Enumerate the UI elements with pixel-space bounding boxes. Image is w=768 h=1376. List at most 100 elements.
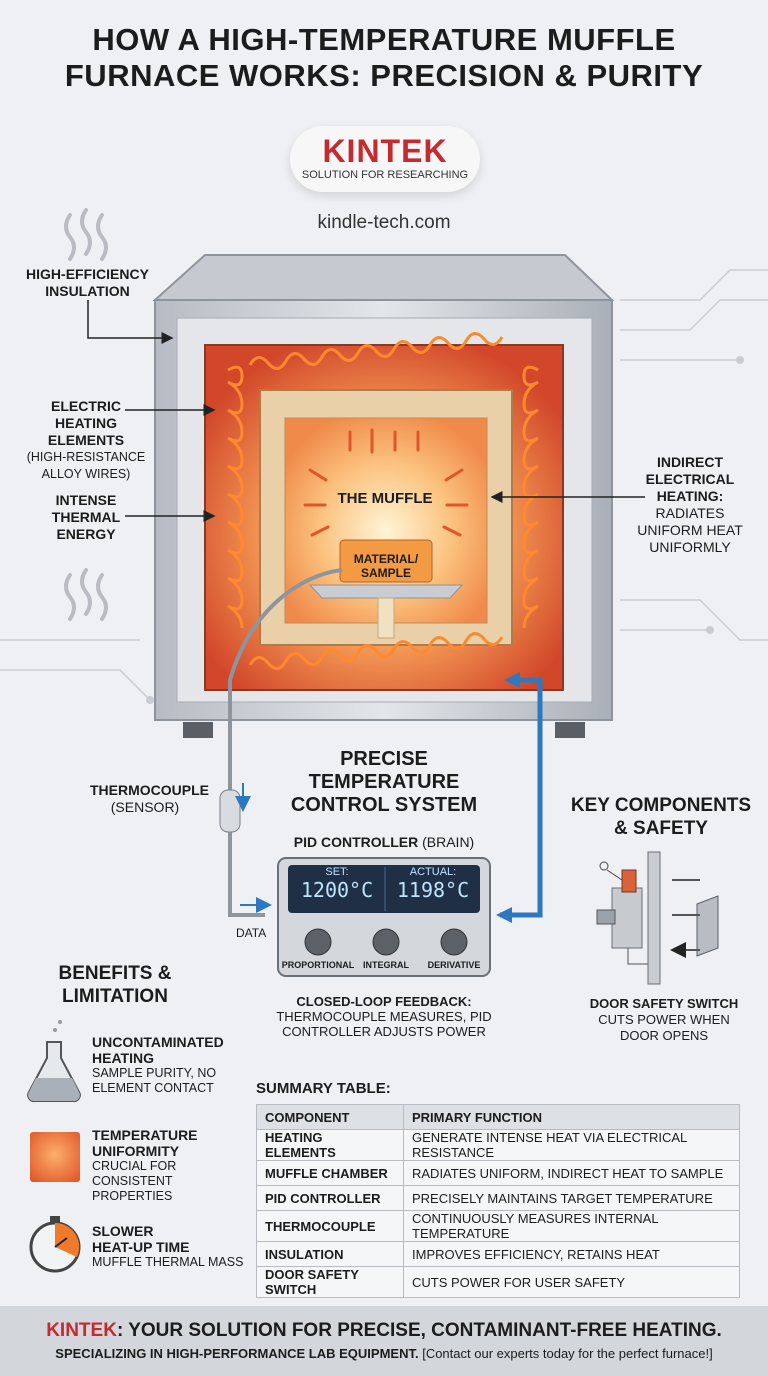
summary-table: COMPONENT PRIMARY FUNCTION HEATING ELEME… bbox=[256, 1104, 740, 1298]
lcd-actual: ACTUAL: 1198°C bbox=[386, 866, 480, 902]
he-line2: HEATING bbox=[55, 415, 117, 431]
footer-contact-link[interactable]: [Contact our experts today for the perfe… bbox=[418, 1346, 713, 1361]
pid-name: PID CONTROLLER bbox=[293, 834, 419, 850]
footer-line-1: KINTEK: YOUR SOLUTION FOR PRECISE, CONTA… bbox=[0, 1320, 768, 1342]
he-line3: ELEMENTS bbox=[47, 432, 125, 448]
b1-d1: CRUCIAL FOR bbox=[92, 1159, 177, 1173]
switch-title: DOOR SAFETY SWITCH bbox=[589, 996, 739, 1011]
pid-controller bbox=[277, 857, 491, 977]
fb-line2: THERMOCOUPLE MEASURES, PID bbox=[276, 1009, 492, 1024]
cell-function: IMPROVES EFFICIENCY, RETAINS HEAT bbox=[403, 1241, 740, 1267]
knob-derivative[interactable]: DERIVATIVE bbox=[427, 960, 481, 970]
heat-arrows bbox=[303, 428, 469, 537]
b1-t1: TEMPERATURE bbox=[92, 1127, 198, 1143]
website-link[interactable]: kindle-tech.com bbox=[317, 212, 451, 233]
cell-component: PID CONTROLLER bbox=[256, 1185, 404, 1211]
feedback-text: CLOSED-LOOP FEEDBACK: THERMOCOUPLE MEASU… bbox=[262, 994, 506, 1039]
lcd-set-label: SET: bbox=[325, 866, 349, 878]
sample-line2: SAMPLE bbox=[360, 566, 411, 580]
thermocouple-cable bbox=[228, 568, 343, 917]
te-line1: INTENSE bbox=[55, 492, 117, 508]
tc-role: (SENSOR) bbox=[110, 799, 180, 815]
summary-heading: SUMMARY TABLE: bbox=[256, 1080, 391, 1097]
leader-lines bbox=[87, 300, 645, 522]
cell-function: CUTS POWER FOR USER SAFETY bbox=[403, 1266, 740, 1298]
benefit-item: UNCONTAMINATED HEATING SAMPLE PURITY, NO… bbox=[92, 1034, 252, 1096]
label-indirect-heating: INDIRECT ELECTRICAL HEATING: RADIATES UN… bbox=[630, 454, 750, 556]
te-line3: ENERGY bbox=[56, 526, 116, 542]
he-line1: ELECTRIC bbox=[51, 398, 121, 414]
footer-line-2: SPECIALIZING IN HIGH-PERFORMANCE LAB EQU… bbox=[0, 1346, 768, 1361]
safety-heading: KEY COMPONENTS & SAFETY bbox=[566, 794, 756, 840]
cell-function: RADIATES UNIFORM, INDIRECT HEAT TO SAMPL… bbox=[403, 1160, 740, 1186]
safety-h2: & SAFETY bbox=[614, 818, 708, 839]
stopwatch-icon bbox=[29, 1216, 81, 1273]
label-sample: MATERIAL/ SAMPLE bbox=[340, 552, 432, 580]
lcd-actual-value: 1198°C bbox=[396, 878, 470, 902]
label-insulation: HIGH-EFFICIENCY INSULATION bbox=[20, 266, 155, 300]
cell-function: GENERATE INTENSE HEAT VIA ELECTRICAL RES… bbox=[403, 1129, 740, 1161]
footer-specialty: SPECIALIZING IN HIGH-PERFORMANCE LAB EQU… bbox=[55, 1346, 419, 1361]
lcd-actual-label: ACTUAL: bbox=[409, 866, 457, 878]
fb-line1: CLOSED-LOOP FEEDBACK: bbox=[296, 994, 472, 1009]
he-line4: (HIGH-RESISTANCE bbox=[26, 450, 146, 464]
page-title: HOW A HIGH-TEMPERATURE MUFFLE FURNACE WO… bbox=[0, 22, 768, 94]
lcd-set-value: 1200°C bbox=[300, 878, 374, 902]
b0-t2: HEATING bbox=[92, 1050, 154, 1066]
label-thermal-energy: INTENSE THERMAL ENERGY bbox=[40, 492, 132, 543]
orange-square-icon bbox=[30, 1132, 80, 1182]
b1-t2: UNIFORMITY bbox=[92, 1143, 180, 1159]
b2-d1: MUFFLE THERMAL MASS bbox=[92, 1255, 244, 1269]
cell-component: DOOR SAFETY SWITCH bbox=[256, 1266, 404, 1298]
lcd-set: SET: 1200°C bbox=[290, 866, 384, 902]
sample-tray bbox=[308, 539, 464, 639]
ind-line2: ELECTRICAL bbox=[645, 471, 735, 487]
cell-function: CONTINUOUSLY MEASURES INTERNAL TEMPERATU… bbox=[403, 1210, 740, 1242]
footer-tagline: : YOUR SOLUTION FOR PRECISE, CONTAMINANT… bbox=[116, 1320, 722, 1341]
benefit-item: SLOWER HEAT-UP TIME MUFFLE THERMAL MASS bbox=[92, 1223, 252, 1270]
label-thermocouple: THERMOCOUPLE (SENSOR) bbox=[90, 782, 209, 816]
door-switch-text: DOOR SAFETY SWITCH CUTS POWER WHEN DOOR … bbox=[574, 996, 754, 1044]
flask-icon bbox=[27, 1020, 81, 1103]
ctrl-h1: PRECISE bbox=[340, 748, 428, 770]
heating-coils bbox=[227, 332, 539, 670]
ind-line3: HEATING: bbox=[656, 488, 724, 504]
ind-line4: RADIATES bbox=[655, 505, 725, 521]
sample-line1: MATERIAL/ bbox=[353, 552, 419, 566]
control-heading: PRECISE TEMPERATURE CONTROL SYSTEM bbox=[284, 748, 484, 817]
safety-h1: KEY COMPONENTS bbox=[570, 795, 752, 816]
label-heating-elements: ELECTRIC HEATING ELEMENTS (HIGH-RESISTAN… bbox=[22, 398, 150, 483]
knob-integral[interactable]: INTEGRAL bbox=[363, 960, 409, 970]
label-muffle: THE MUFFLE bbox=[337, 490, 433, 507]
b2-t1: SLOWER bbox=[92, 1223, 154, 1239]
steam-icon bbox=[64, 208, 108, 621]
brand-logo: KINTEK SOLUTION FOR RESEARCHING bbox=[290, 126, 480, 192]
label-data: DATA bbox=[236, 926, 267, 940]
footer-brand: KINTEK bbox=[46, 1320, 117, 1341]
ben-h2: LIMITATION bbox=[62, 986, 168, 1007]
label-insulation-line2: INSULATION bbox=[45, 283, 130, 299]
title-line-1: HOW A HIGH-TEMPERATURE MUFFLE bbox=[92, 22, 676, 57]
cell-component: INSULATION bbox=[256, 1241, 404, 1267]
cell-function: PRECISELY MAINTAINS TARGET TEMPERATURE bbox=[403, 1185, 740, 1211]
label-insulation-line1: HIGH-EFFICIENCY bbox=[26, 266, 149, 282]
cell-component: THERMOCOUPLE bbox=[256, 1210, 404, 1242]
fb-line3: CONTROLLER ADJUSTS POWER bbox=[282, 1024, 486, 1039]
benefits-heading: BENEFITS & LIMITATION bbox=[40, 962, 190, 1008]
ind-line6: UNIFORMLY bbox=[649, 539, 731, 555]
brand-name: KINTEK bbox=[322, 133, 448, 169]
knob-proportional[interactable]: PROPORTIONAL bbox=[281, 960, 355, 970]
b1-d2: CONSISTENT PROPERTIES bbox=[92, 1174, 173, 1203]
door-safety-switch-illustration bbox=[596, 851, 719, 985]
tc-name: THERMOCOUPLE bbox=[90, 782, 209, 798]
brand-tagline: SOLUTION FOR RESEARCHING bbox=[301, 169, 469, 181]
col-function: PRIMARY FUNCTION bbox=[403, 1104, 740, 1130]
ben-h1: BENEFITS & bbox=[58, 963, 172, 984]
